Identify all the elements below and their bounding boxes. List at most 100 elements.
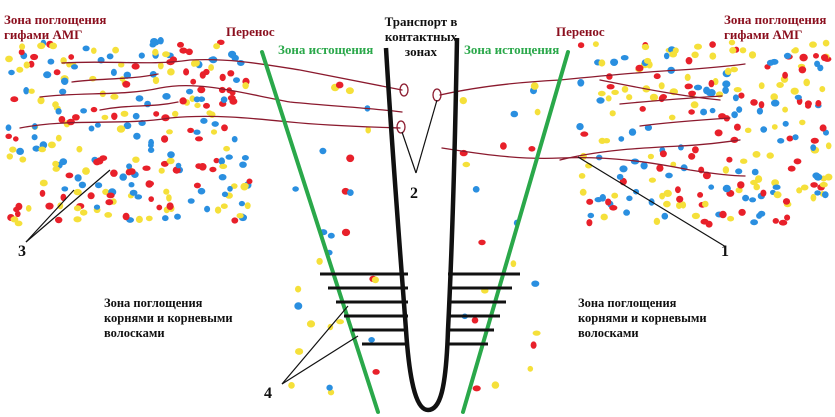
hypha-right-1 (439, 63, 746, 96)
nutrient-particle (185, 48, 193, 56)
nutrient-particle (231, 183, 238, 189)
nutrient-particle (217, 39, 225, 45)
nutrient-particle (798, 66, 807, 74)
nutrient-particle (371, 276, 379, 284)
nutrient-particle (204, 205, 211, 213)
nutrient-particle (213, 43, 221, 50)
nutrient-particle (722, 166, 730, 174)
nutrient-particle (530, 82, 539, 90)
nutrient-particle (640, 162, 648, 170)
nutrient-particle (796, 187, 803, 194)
nutrient-particle (462, 161, 471, 168)
nutrient-particle (605, 198, 612, 206)
nutrient-particle (722, 184, 731, 193)
nutrient-particle (702, 200, 709, 208)
depletion-zone-lines (260, 50, 570, 414)
nutrient-particle (810, 144, 817, 152)
nutrient-particle (648, 177, 657, 183)
nutrient-particle (685, 57, 693, 65)
nutrient-particle (8, 69, 15, 76)
nutrient-particle (472, 385, 481, 392)
nutrient-particle (728, 39, 736, 46)
nutrient-particle (760, 126, 768, 133)
nutrient-particle (82, 45, 90, 52)
nutrient-particle (209, 166, 217, 173)
nutrient-particle (810, 193, 817, 202)
nutrient-particle (530, 341, 537, 349)
nutrient-particle (227, 185, 233, 192)
nutrient-particle (782, 120, 789, 127)
nutrient-particle (621, 85, 629, 93)
nutrient-particle (161, 135, 169, 143)
nutrient-particle (78, 181, 87, 189)
nutrient-particle (531, 280, 540, 287)
nutrient-particle (722, 86, 729, 94)
nutrient-particle (663, 200, 671, 208)
nutrient-particle (295, 285, 302, 293)
nutrient-particle (189, 95, 196, 102)
nutrient-particle (347, 189, 354, 197)
roots-right-label: Зона поглощения корнями и корневыми воло… (578, 296, 707, 340)
nutrient-particle (59, 88, 67, 95)
depletion-left-label: Зона истощения (278, 42, 374, 57)
nutrient-particle (5, 133, 12, 139)
nutrient-particle (756, 107, 764, 115)
nutrient-particle (47, 141, 56, 149)
nutrient-particle (577, 79, 585, 87)
nutrient-particle (73, 216, 82, 223)
nutrient-particle (724, 67, 732, 75)
nutrient-particle (13, 136, 19, 142)
nutrient-particle (191, 60, 197, 67)
nutrient-particle (771, 124, 778, 130)
nutrient-particle (824, 173, 833, 181)
number-2: 2 (410, 185, 418, 202)
nutrient-particle (776, 82, 784, 88)
nutrient-particle (148, 196, 154, 203)
nutrient-particle (227, 70, 235, 77)
nutrient-particle (790, 87, 799, 95)
nutrient-particle (72, 114, 80, 121)
nutrient-particle (52, 166, 60, 172)
nutrient-particle (106, 53, 114, 60)
nutrient-particle (135, 95, 144, 102)
nutrient-particle (491, 381, 500, 389)
nutrient-particle (126, 163, 133, 170)
nutrient-particle (28, 88, 35, 94)
nutrient-particle (145, 215, 153, 222)
nutrient-particle (183, 68, 190, 76)
nutrient-particle (49, 42, 58, 50)
nutrient-particle (688, 153, 696, 160)
nutrient-particle (611, 192, 619, 199)
nutrient-particle (152, 76, 160, 85)
nutrient-particle (123, 122, 132, 130)
nutrient-particle (684, 73, 691, 81)
nutrient-particle (647, 153, 655, 160)
nutrient-particle (60, 77, 69, 86)
nutrient-particle (708, 79, 715, 88)
nutrient-particle (635, 64, 644, 72)
nutrient-particle (784, 214, 791, 221)
nutrient-particle (14, 220, 23, 227)
nutrient-particle (702, 171, 711, 180)
nutrient-particle (771, 99, 780, 107)
nutrient-particle (782, 106, 788, 113)
nutrient-particle (792, 134, 799, 141)
nutrient-particle (810, 182, 818, 188)
pointer-lines (25, 99, 727, 385)
nutrient-particle (346, 154, 355, 163)
nutrient-particle (118, 62, 125, 68)
nutrient-particle (766, 59, 775, 66)
roots-left-label: Зона поглощения корнями и корневыми воло… (104, 296, 233, 340)
loop-3 (396, 120, 406, 134)
nutrient-particle (129, 189, 138, 196)
nutrient-particle (691, 51, 699, 59)
nutrient-particle (104, 212, 113, 218)
nutrient-particle (228, 50, 237, 59)
nutrient-particle (676, 202, 682, 209)
transfer-right-label: Перенос (556, 24, 605, 39)
nutrient-particle (804, 100, 812, 107)
nutrient-particle (231, 217, 239, 224)
nutrient-particle (58, 116, 66, 123)
nutrient-particle (288, 382, 295, 389)
